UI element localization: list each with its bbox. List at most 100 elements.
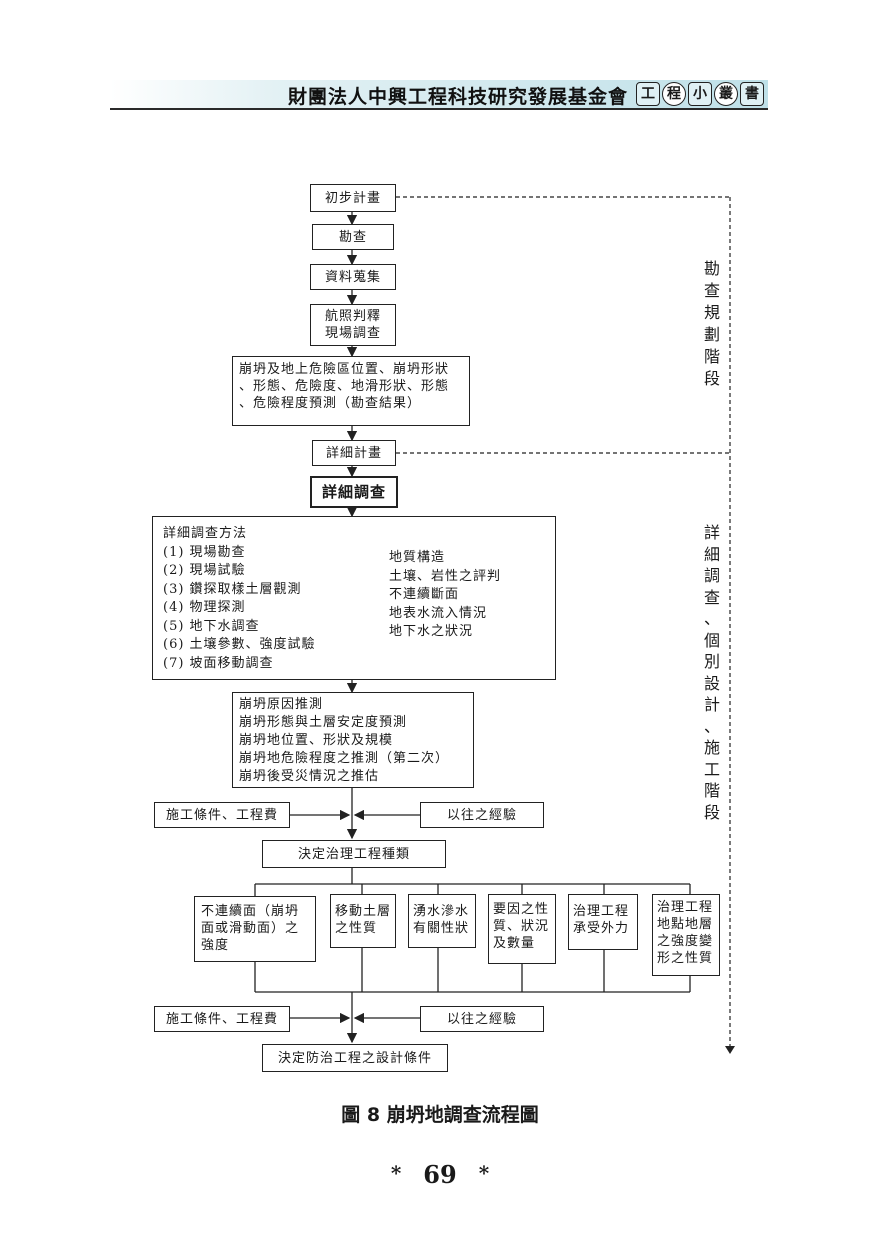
stage-char: 段: [703, 369, 720, 388]
factor-box: 要因之性 質、狀況 及數量: [488, 894, 556, 964]
series-badge: 工 程 小 叢 書: [636, 82, 764, 106]
brace-items: 地質構造 土壤、岩性之評判 不連續斷面 地表水流入情況 地下水之狀況: [389, 549, 501, 642]
series-char: 書: [740, 82, 764, 106]
header-organization: 財團法人中興工程科技研究發展基金會: [287, 86, 628, 108]
detail-survey-box: 詳細調查: [310, 476, 398, 508]
stage-char: 調: [703, 566, 720, 585]
factor-line: 地點地層: [657, 917, 714, 932]
series-char: 叢: [714, 82, 738, 106]
factor-box: 治理工程 地點地層 之強度變 形之性質: [652, 894, 720, 976]
series-char: 程: [662, 82, 686, 106]
stage-char: 設: [703, 673, 720, 693]
survey-box: 勘查: [312, 224, 394, 250]
factor-box: 移動土層 之性質: [330, 894, 396, 948]
stage-char: 工: [703, 759, 720, 779]
factor-line: 治理工程: [573, 904, 630, 919]
factor-line: 形之性質: [657, 951, 714, 966]
method-item: (1) 現場勘查: [163, 544, 246, 560]
stage-char: 施: [703, 738, 720, 757]
aerial-survey-box: 航照判釋 現場調查: [310, 304, 396, 346]
decide-design-box: 決定防治工程之設計條件: [262, 1044, 448, 1072]
survey-result-line: 、形態、危險度、地滑形狀、形態: [239, 379, 450, 394]
star-icon: *: [478, 1161, 490, 1185]
analysis-line: 崩坍後受災情況之推估: [239, 769, 380, 784]
survey-result-box: 崩坍及地上危險區位置、崩坍形狀 、形態、危險度、地滑形狀、形態 、危險程度預測（…: [232, 356, 470, 426]
factor-line: 有關性狀: [413, 921, 470, 936]
analysis-line: 崩坍形態與土層安定度預測: [239, 715, 408, 730]
factor-line: 之性質: [335, 921, 378, 936]
brace-item: 地下水之狀況: [389, 624, 474, 639]
methods-box: 詳細調查方法 (1) 現場勘查 (2) 現場試驗 (3) 鑽探取樣土層觀測 (4…: [152, 516, 556, 680]
brace-item: 地質構造: [389, 550, 446, 565]
conditions-box-2: 施工條件、工程費: [154, 1006, 290, 1032]
stage-char: 劃: [703, 325, 720, 344]
aerial-line: 航照判釋: [324, 309, 381, 324]
method-item: (7) 坡面移動調查: [163, 655, 274, 671]
stage-char: 詳: [703, 523, 720, 542]
survey-result-line: 、危險程度預測（勘查結果）: [239, 396, 422, 411]
analysis-line: 崩坍地危險程度之推測（第二次）: [239, 751, 450, 766]
data-collection-box: 資料蒐集: [310, 264, 396, 290]
stage-char: 、: [703, 716, 720, 736]
method-item: (6) 土壤參數、強度試驗: [163, 637, 316, 652]
series-char: 工: [636, 82, 660, 106]
experience-box-2: 以往之經驗: [420, 1006, 544, 1032]
factor-line: 強度: [201, 938, 230, 953]
brace-item: 土壤、岩性之評判: [389, 568, 502, 584]
stage-char: 階: [703, 781, 720, 800]
stage-label-detail-design: 詳 細 調 查 、 個 別 設 計 、 施 工 階 段: [702, 522, 722, 823]
brace-item: 不連續斷面: [389, 587, 460, 602]
stage-char: 細: [703, 544, 720, 564]
stage-label-survey-planning: 勘 查 規 劃 階 段: [702, 258, 722, 390]
stage-char: 查: [703, 281, 720, 300]
figure-number: 8: [366, 1104, 381, 1126]
stage-char: 規: [703, 303, 720, 322]
method-item: (3) 鑽探取樣土層觀測: [163, 581, 302, 597]
factor-box: 治理工程 承受外力: [568, 894, 638, 950]
factor-line: 承受外力: [573, 921, 630, 936]
analysis-box: 崩坍原因推測 崩坍形態與土層安定度預測 崩坍地位置、形狀及規模 崩坍地危險程度之…: [232, 692, 474, 788]
figure-caption: 圖 8 崩坍地調查流程圖: [0, 1100, 880, 1127]
initial-plan-box: 初步計畫: [310, 184, 396, 212]
experience-box: 以往之經驗: [420, 802, 544, 828]
methods-title: 詳細調查方法: [163, 526, 248, 541]
factor-line: 治理工程: [657, 900, 714, 915]
method-item: (4) 物理探測: [163, 600, 246, 615]
decide-type-box: 決定治理工程種類: [262, 840, 446, 868]
brace-item: 地表水流入情況: [389, 605, 488, 621]
stage-char: 計: [703, 695, 720, 714]
factor-box: 湧水滲水 有關性狀: [408, 894, 476, 948]
stage-char: 個: [703, 630, 720, 650]
detail-plan-box: 詳細計畫: [312, 440, 396, 466]
aerial-line: 現場調查: [324, 326, 381, 341]
analysis-line: 崩坍地位置、形狀及規模: [239, 733, 394, 748]
analysis-line: 崩坍原因推測: [239, 697, 324, 712]
page-number: * 69 *: [0, 1160, 880, 1189]
factor-line: 要因之性: [493, 902, 550, 917]
methods-list: 詳細調查方法 (1) 現場勘查 (2) 現場試驗 (3) 鑽探取樣土層觀測 (4…: [163, 525, 316, 673]
star-icon: *: [390, 1161, 402, 1185]
stage-char: 段: [703, 802, 720, 822]
survey-result-line: 崩坍及地上危險區位置、崩坍形狀: [239, 362, 450, 377]
series-char: 小: [688, 82, 712, 106]
factor-box: 不連續面（崩坍 面或滑動面）之 強度: [194, 896, 316, 962]
stage-char: 查: [703, 587, 720, 607]
stage-char: 、: [703, 609, 720, 628]
factor-line: 移動土層: [335, 904, 392, 919]
factor-line: 面或滑動面）之: [201, 921, 300, 936]
stage-char: 別: [703, 652, 720, 671]
stage-char: 階: [703, 347, 720, 366]
figure-prefix: 圖: [341, 1104, 361, 1126]
method-item: (2) 現場試驗: [163, 563, 246, 578]
page-header: 財團法人中興工程科技研究發展基金會 工 程 小 叢 書: [110, 80, 768, 110]
figure-title: 崩坍地調查流程圖: [386, 1104, 539, 1126]
factor-line: 不連續面（崩坍: [201, 904, 300, 919]
page-number-value: 69: [423, 1160, 457, 1189]
factor-line: 及數量: [493, 936, 536, 951]
conditions-box: 施工條件、工程費: [154, 802, 290, 828]
factor-line: 質、狀況: [493, 919, 550, 934]
factor-line: 之強度變: [657, 934, 714, 949]
factor-line: 湧水滲水: [413, 904, 470, 919]
method-item: (5) 地下水調查: [163, 618, 260, 634]
